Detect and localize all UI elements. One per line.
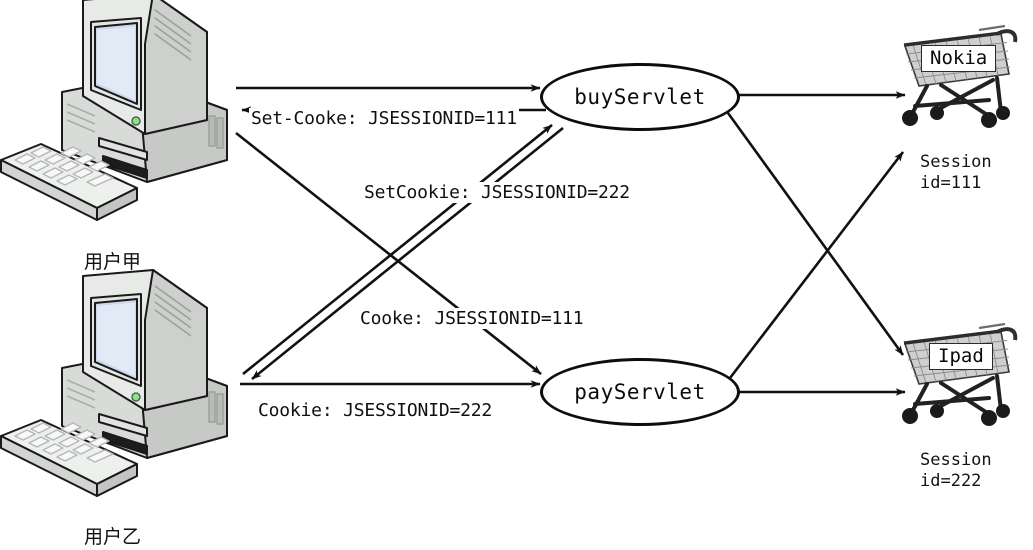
buy-servlet-node[interactable]: buyServlet xyxy=(540,63,740,131)
user-b-caption: 用户乙 xyxy=(84,526,142,548)
edge-buyservlet-to-cart-ipad xyxy=(726,112,905,356)
cart-nokia-session-caption: Session id=111 xyxy=(920,152,992,195)
edge-label-set-cookie-111: Set-Cooke: JSESSIONID=111 xyxy=(249,108,519,129)
user-a-caption: 用户甲 xyxy=(84,251,142,273)
cart-nokia: Nokia xyxy=(893,12,1023,137)
buy-servlet-label: buyServlet xyxy=(574,85,706,109)
cart-ipad-session-caption: Session id=222 xyxy=(920,450,992,493)
user-a-computer xyxy=(0,0,235,232)
edge-label-cookie-111: Cooke: JSESSIONID=111 xyxy=(358,308,586,329)
cart-nokia-session-line1: Session xyxy=(920,152,992,172)
cart-ipad-item-tag: Ipad xyxy=(929,343,993,370)
edge-payservlet-to-session-111 xyxy=(728,151,905,379)
cart-nokia-session-line2: id=111 xyxy=(920,173,982,194)
pay-servlet-node[interactable]: payServlet xyxy=(540,358,740,426)
cart-ipad-session-line1: Session xyxy=(920,450,992,470)
edge-buyservlet-to-userb xyxy=(251,126,564,381)
edge-usera-to-payservlet xyxy=(235,131,542,376)
pay-servlet-label: payServlet xyxy=(574,380,706,404)
cart-nokia-item-tag: Nokia xyxy=(921,45,997,72)
cart-ipad: Ipad xyxy=(893,310,1023,435)
cart-ipad-session-line2: id=222 xyxy=(920,471,982,492)
edge-label-set-cookie-222: SetCookie: JSESSIONID=222 xyxy=(362,182,632,203)
edge-userb-to-buyservlet xyxy=(242,123,553,376)
edge-label-cookie-222: Cookie: JSESSIONID=222 xyxy=(256,400,495,421)
user-b-computer xyxy=(0,268,235,508)
